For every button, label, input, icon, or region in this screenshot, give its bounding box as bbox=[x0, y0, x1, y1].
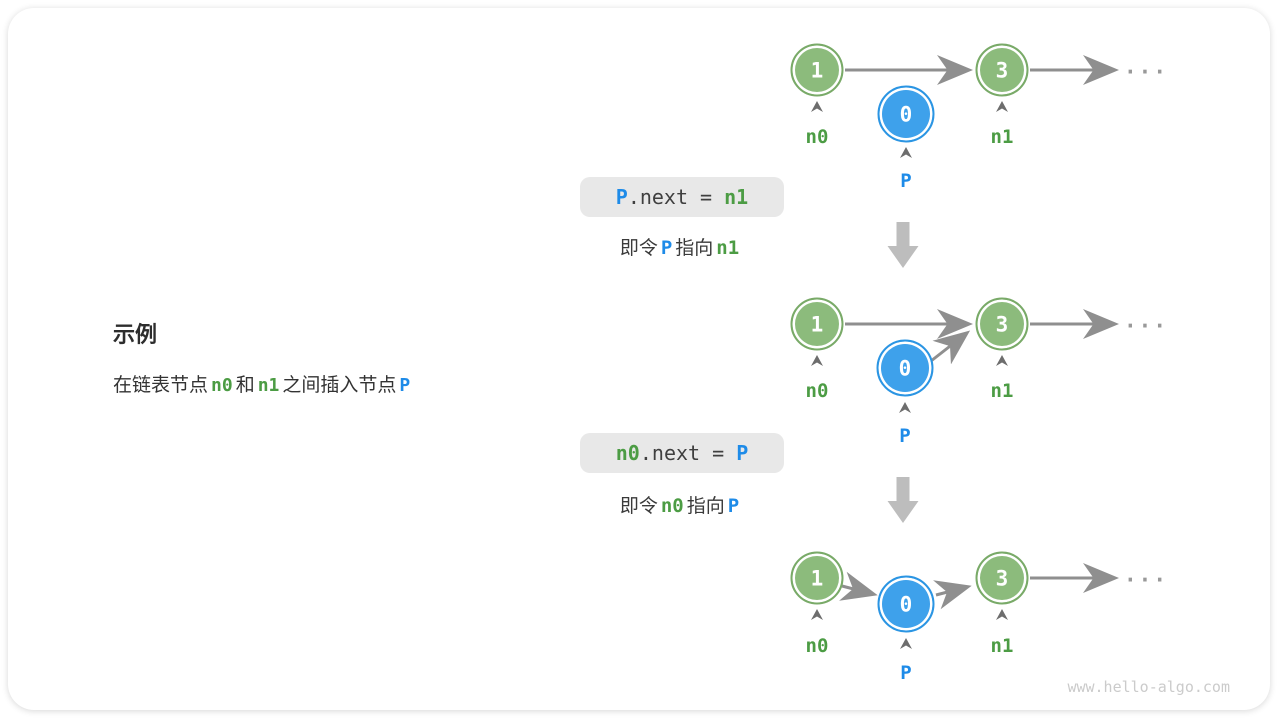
n0-ref: n0 bbox=[660, 495, 684, 517]
n0-label: n0 bbox=[805, 635, 829, 657]
node-p: 0 bbox=[877, 85, 935, 143]
code-token: n1 bbox=[724, 185, 749, 209]
example-heading: 示例 bbox=[113, 322, 158, 347]
p-label: P bbox=[900, 662, 912, 684]
n1-ref: n1 bbox=[257, 375, 280, 396]
p-ref: P bbox=[727, 495, 740, 517]
code-token: P bbox=[615, 185, 628, 209]
node-n1: 3 bbox=[975, 297, 1029, 351]
n1-label: n1 bbox=[990, 126, 1014, 148]
n0-ref: n0 bbox=[211, 375, 233, 396]
n1-label: n1 bbox=[990, 380, 1014, 402]
code-token: n0 bbox=[615, 441, 640, 465]
watermark: www.hello-algo.com bbox=[1067, 678, 1230, 696]
caption-text: 即令 bbox=[619, 238, 658, 259]
ellipsis: ... bbox=[1124, 562, 1168, 587]
node-n1: 3 bbox=[975, 551, 1029, 605]
node-n0: 1 bbox=[790, 297, 844, 351]
p-ref: P bbox=[399, 375, 411, 396]
n0-label: n0 bbox=[805, 380, 829, 402]
n1-label: n1 bbox=[990, 635, 1014, 657]
p-label: P bbox=[900, 170, 912, 192]
p-label: P bbox=[899, 425, 911, 447]
caption-text: 指向 bbox=[686, 496, 725, 517]
caption-text: 指向 bbox=[675, 238, 714, 259]
figure-card bbox=[8, 8, 1270, 710]
node-p: 0 bbox=[876, 339, 934, 397]
node-n0: 1 bbox=[790, 551, 844, 605]
example-text: 在链表节点 bbox=[113, 375, 209, 396]
code-token: .next = bbox=[627, 185, 725, 209]
ellipsis: ... bbox=[1124, 54, 1168, 79]
code-token: P bbox=[736, 441, 749, 465]
example-text: 之间插入节点 bbox=[282, 375, 397, 396]
node-n0: 1 bbox=[790, 43, 844, 97]
code-box-step2: n0.next = P bbox=[580, 433, 784, 473]
code-token: .next = bbox=[639, 441, 737, 465]
caption-text: 即令 bbox=[619, 496, 658, 517]
p-ref: P bbox=[660, 237, 673, 259]
n1-ref: n1 bbox=[716, 237, 740, 259]
node-p: 0 bbox=[877, 575, 935, 633]
ellipsis: ... bbox=[1124, 308, 1168, 333]
n0-label: n0 bbox=[805, 126, 829, 148]
code-box-step1: P.next = n1 bbox=[580, 177, 784, 217]
example-text: 和 bbox=[235, 375, 255, 396]
node-n1: 3 bbox=[975, 43, 1029, 97]
